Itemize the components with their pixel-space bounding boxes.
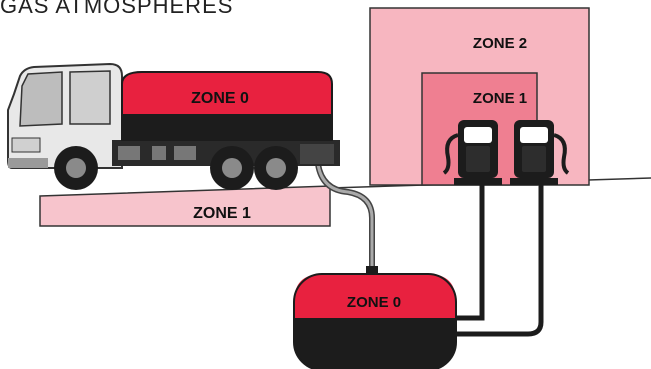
- fuel-pump-right: [510, 120, 570, 185]
- zone-label-building-outer: ZONE 2: [473, 35, 527, 52]
- pump-pipes: [452, 185, 544, 337]
- zone-label-underground-tank: ZONE 0: [347, 294, 401, 311]
- underground-tank: [293, 273, 457, 369]
- diagram-title: GAS ATMOSPHERES: [0, 0, 234, 18]
- zone-label-ramp: ZONE 1: [193, 205, 251, 222]
- zone-label-building-inner: ZONE 1: [473, 90, 527, 107]
- zone-label-truck-tank: ZONE 0: [191, 90, 249, 107]
- hose-coupling: [366, 266, 378, 276]
- fuel-pump-left: [442, 120, 502, 185]
- ramp-zone1: [39, 185, 331, 227]
- tanker-truck: [7, 62, 340, 190]
